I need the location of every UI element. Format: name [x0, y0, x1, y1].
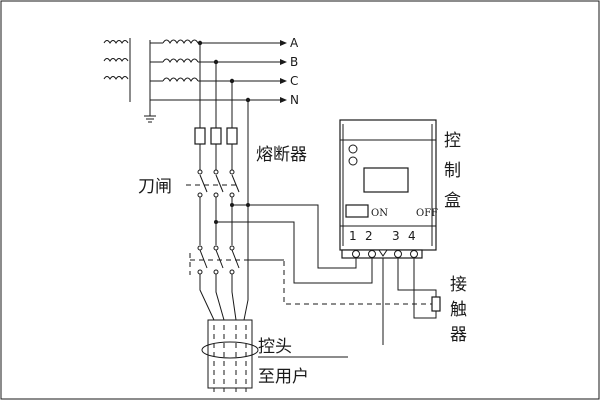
- fuses: [194, 127, 238, 170]
- terminal-label-3: 3: [392, 229, 400, 243]
- transformer-secondary: [144, 39, 285, 123]
- phase-label-a: A: [290, 36, 299, 50]
- control-box-label: 控 制 盒: [444, 131, 461, 211]
- knife-switch-label: 刀闸: [138, 177, 172, 197]
- control-wiring: [216, 204, 437, 345]
- phase-bus: [197, 40, 287, 103]
- contactor-label: 接 触 器: [450, 275, 467, 345]
- terminal-label-2: 2: [365, 229, 373, 243]
- control-box-label-char-2: 制: [444, 161, 461, 181]
- contactor-label-char-3: 器: [450, 325, 467, 345]
- transformer-primary: [103, 38, 131, 102]
- control-box-display: [363, 167, 409, 193]
- contactor-label-char-1: 接: [450, 275, 467, 295]
- control-box-label-char-1: 控: [444, 131, 461, 151]
- control-box: [339, 119, 437, 259]
- phase-labels: A B C N: [290, 36, 299, 107]
- cable-head-label: 控头: [258, 337, 292, 357]
- phase-label-b: B: [290, 55, 298, 69]
- on-label: ON: [371, 208, 388, 219]
- control-box-label-char-3: 盒: [444, 191, 461, 211]
- terminal-labels: 1 2 3 4: [349, 229, 416, 243]
- terminal-label-4: 4: [408, 229, 416, 243]
- phase-label-n: N: [290, 93, 299, 107]
- to-user-label: 至用户: [258, 367, 309, 387]
- on-indicator: [345, 204, 369, 218]
- terminal-label-1: 1: [349, 229, 357, 243]
- contactor-coil: [431, 296, 441, 312]
- phase-drops: [199, 43, 249, 205]
- phase-label-c: C: [290, 74, 298, 88]
- main-contacts: [189, 245, 284, 275]
- output-cables: [199, 205, 249, 321]
- cable-head: [201, 319, 348, 392]
- contactor-label-char-2: 触: [450, 300, 467, 320]
- fuse-label: 熔断器: [256, 145, 307, 165]
- off-label: OFF: [416, 208, 438, 219]
- knife-switch: [186, 169, 240, 245]
